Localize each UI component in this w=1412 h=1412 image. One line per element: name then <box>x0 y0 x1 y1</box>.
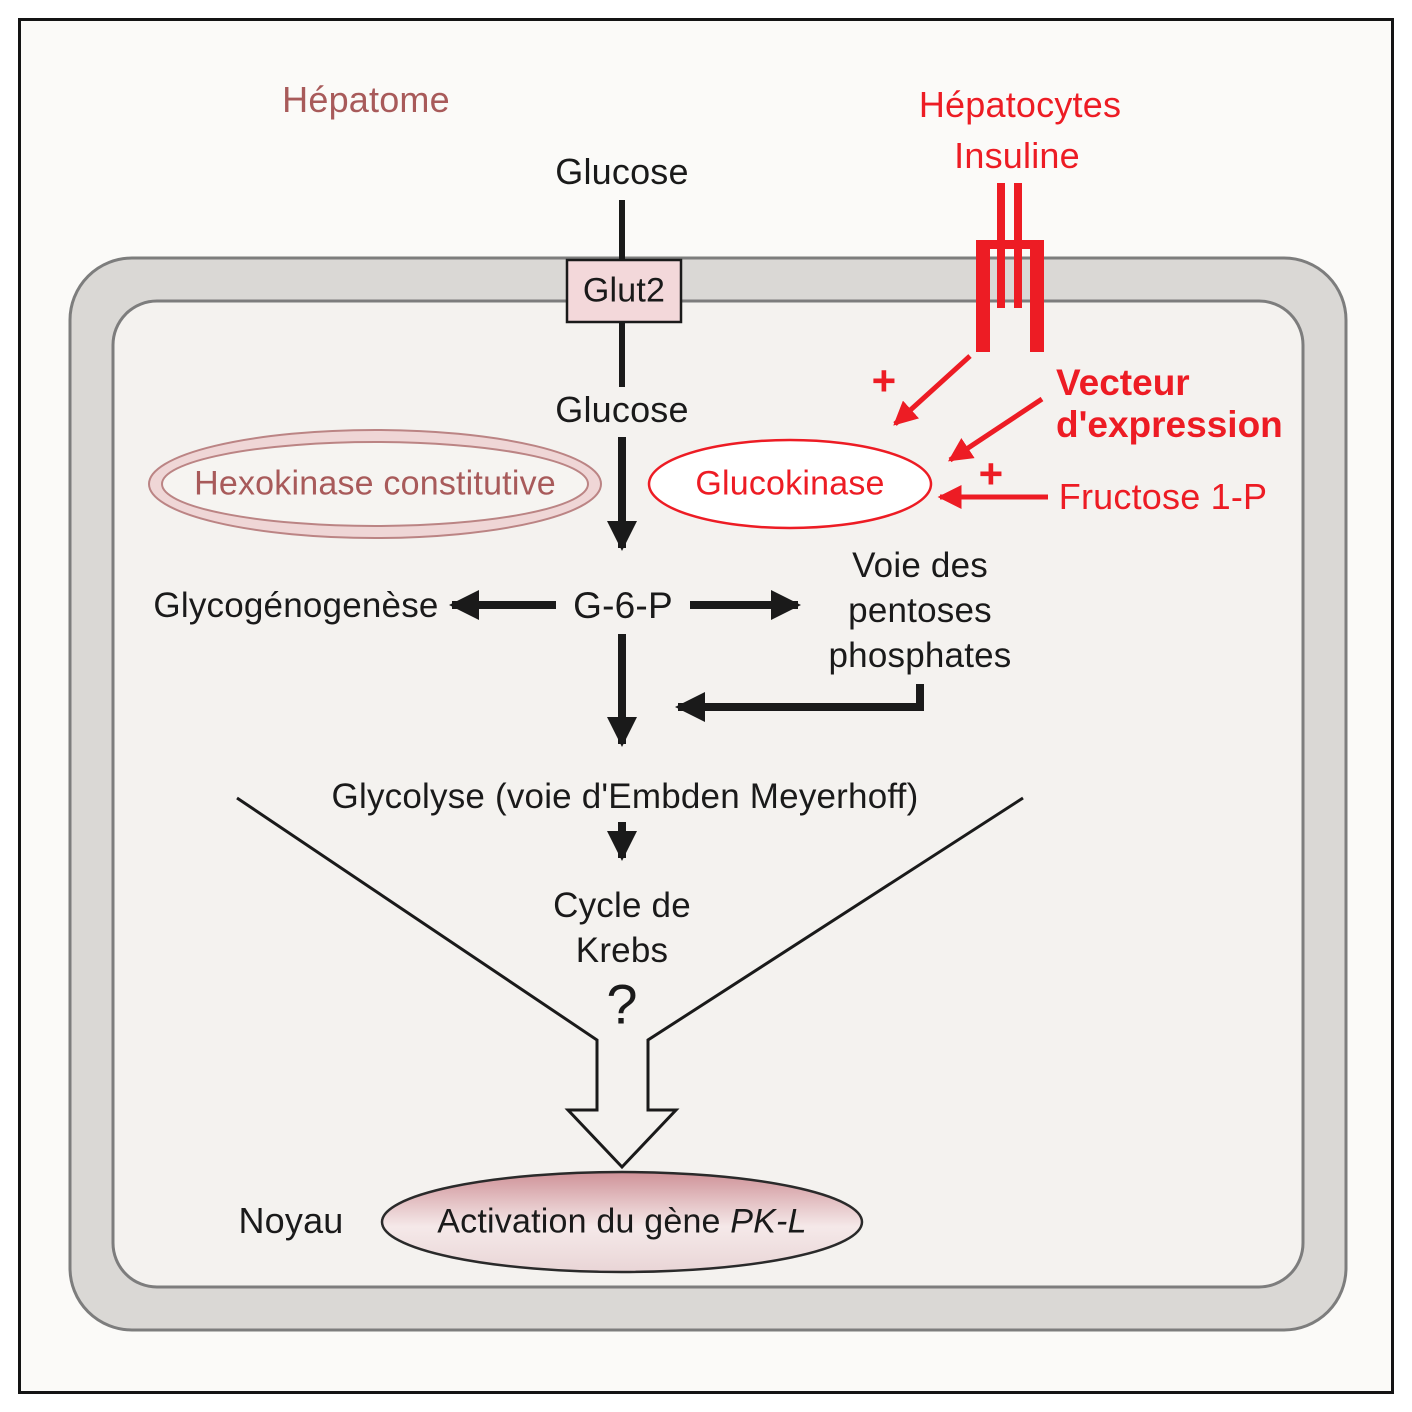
glucokinase-label: Glucokinase <box>695 464 885 503</box>
insulin-receptor-bar <box>976 240 1044 249</box>
label-fructose-1p: Fructose 1-P <box>1058 476 1268 517</box>
arrow-vector-to-glucokinase <box>947 396 1044 463</box>
funnel-arrow-outline <box>236 796 1024 1170</box>
arrow-insulin-to-glucokinase <box>893 354 972 426</box>
label-pentoses-line1: Voie des <box>852 546 988 585</box>
pk-l-gene-ellipse <box>380 1170 864 1274</box>
label-krebs-line1: Cycle de <box>553 886 691 925</box>
vecteur-expression-line2: d'expression <box>1056 404 1283 445</box>
glucokinase-ellipse <box>647 438 933 530</box>
question-mark: ? <box>606 972 638 1036</box>
glut2-transporter-box <box>565 258 683 324</box>
insulin-receptor-bar <box>1030 249 1044 352</box>
cell-membrane-inner <box>111 299 1305 1289</box>
label-hepatome: Hépatome <box>282 79 450 120</box>
label-insuline: Insuline <box>954 135 1080 176</box>
label-glycolyse: Glycolyse (voie d'Embden Meyerhoff) <box>331 777 919 816</box>
arrow-pentoses-return <box>675 684 924 722</box>
pk-l-activation-prefix: Activation du gène <box>437 1202 731 1241</box>
plus-sign-insulin: + <box>871 357 897 404</box>
pk-l-gene-name: PK-L <box>730 1202 807 1241</box>
vecteur-expression-line1: Vecteur <box>1056 362 1190 403</box>
vecteur-expression-label: Vecteur d'expression <box>1056 362 1283 446</box>
label-glucose-extracellular: Glucose <box>555 151 689 192</box>
glut2-transporter-label: Glut2 <box>582 271 666 310</box>
label-hepatocytes: Hépatocytes <box>918 84 1122 125</box>
pk-l-activation-label: Activation du gène PK-L <box>437 1203 806 1242</box>
insulin-receptor-icon <box>976 183 1044 352</box>
hexokinase-ellipse-inner <box>161 441 589 527</box>
label-krebs-line2: Krebs <box>575 931 669 970</box>
label-glucose-intracellular: Glucose <box>555 389 689 430</box>
label-pentoses-line2: pentoses <box>848 591 992 630</box>
label-noyau: Noyau <box>238 1200 344 1241</box>
label-glycogenogenese: Glycogénogenèse <box>153 586 439 625</box>
hexokinase-label: Hexokinase constitutive <box>194 464 556 503</box>
plus-sign-fructose: + <box>978 450 1004 497</box>
insulin-receptor-bar <box>976 249 990 352</box>
label-pentoses-line3: phosphates <box>828 636 1012 675</box>
label-g6p: G-6-P <box>573 585 673 626</box>
